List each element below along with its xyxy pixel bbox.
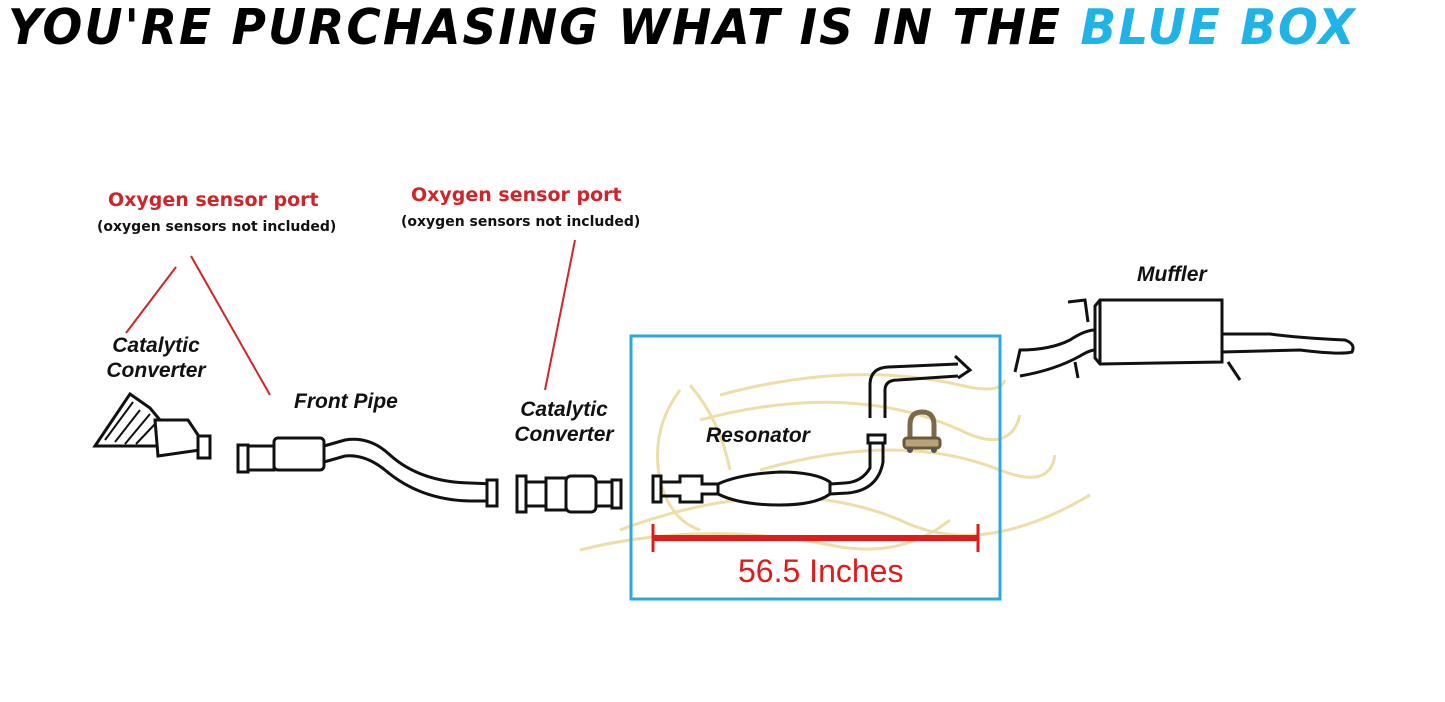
catalytic-left-line1: Catalytic xyxy=(112,334,200,357)
headline: YOU'RE PURCHASING WHAT IS IN THE BLUE BO… xyxy=(8,0,1438,57)
headline-text: YOU'RE PURCHASING WHAT IS IN THE xyxy=(8,0,1063,57)
resonator-assembly xyxy=(651,354,973,507)
watermark-logo xyxy=(579,373,1091,552)
catalytic-left-line2: Converter xyxy=(106,359,206,382)
sensor-pointer-lines xyxy=(125,239,576,396)
muffler xyxy=(1013,298,1355,381)
headline-accent-text: BLUE BOX xyxy=(1080,0,1357,57)
catalytic-converter-mid-label: Catalytic Converter xyxy=(507,397,621,447)
front-pipe-label: Front Pipe xyxy=(294,390,398,413)
oxygen-port-right-label: Oxygen sensor port xyxy=(411,184,622,206)
oxygen-port-left-label: Oxygen sensor port xyxy=(108,189,319,211)
catalytic-mid-line2: Converter xyxy=(514,423,614,446)
oxygen-note-left: (oxygen sensors not included) xyxy=(97,219,337,235)
catalytic-converter-left xyxy=(92,391,212,460)
measurement-line xyxy=(651,524,980,552)
catalytic-converter-left-label: Catalytic Converter xyxy=(100,333,212,383)
catalytic-converter-mid xyxy=(515,474,623,514)
resonator-label: Resonator xyxy=(706,424,810,447)
measurement-label: 56.5 Inches xyxy=(738,553,904,589)
muffler-label: Muffler xyxy=(1137,263,1207,286)
catalytic-mid-line1: Catalytic xyxy=(520,398,608,421)
blue-box xyxy=(629,334,1002,601)
oxygen-note-right: (oxygen sensors not included) xyxy=(401,214,641,230)
clamp-icon xyxy=(902,409,942,453)
front-pipe xyxy=(236,436,499,508)
